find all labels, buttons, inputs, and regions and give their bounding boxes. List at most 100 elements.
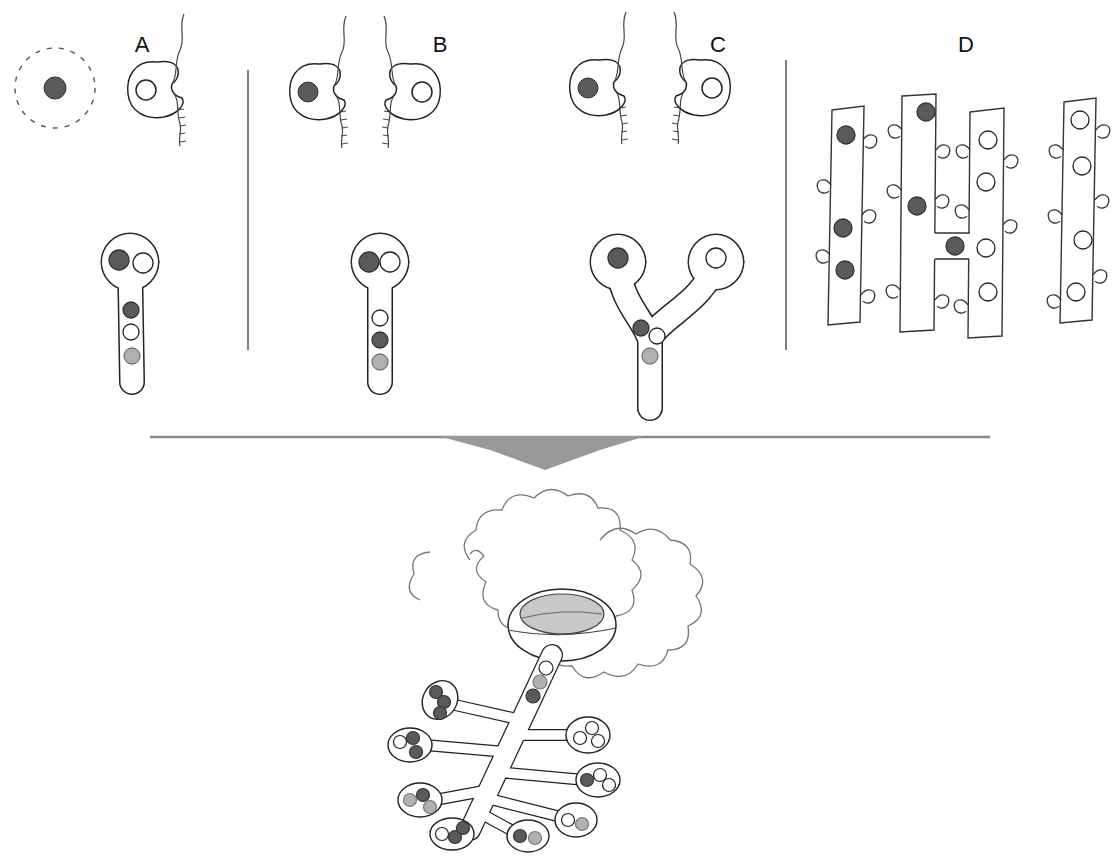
drawn-circle (404, 794, 417, 807)
drawn-circle (586, 722, 599, 735)
drawn-use (1004, 155, 1018, 168)
zoospore (672, 12, 730, 144)
drawn-circle (436, 828, 449, 841)
drawn-circle (603, 779, 616, 792)
drawn-circle (372, 354, 388, 370)
drawn-use (935, 295, 949, 308)
drawn-use (861, 290, 875, 303)
dispersed-nucleus (15, 48, 95, 128)
drawn-circle (136, 80, 156, 100)
drawn-circle (834, 219, 852, 237)
divider (785, 60, 787, 350)
drawn-use (862, 210, 876, 223)
drawn-circle (649, 328, 665, 344)
drawn-circle (702, 78, 722, 98)
drawn-use (570, 12, 628, 144)
drawn-circle (529, 832, 542, 845)
drawn-circle (574, 732, 587, 745)
drawn-path (508, 628, 616, 635)
drawn-circle (417, 789, 430, 802)
panel-label: C (710, 34, 726, 56)
zoospore (570, 12, 628, 144)
drawn-use (128, 14, 186, 146)
drawn-use (672, 12, 730, 144)
drawn-path (618, 262, 648, 335)
drawn-use (290, 16, 348, 148)
drawn-circle (124, 348, 140, 364)
drawn-circle (410, 746, 423, 759)
drawn-use (888, 125, 902, 138)
drawn-circle (1067, 283, 1085, 301)
drawn-circle (133, 253, 153, 273)
drawn-circle (977, 239, 995, 257)
drawn-circle (123, 324, 139, 340)
drawn-use (1048, 210, 1062, 223)
drawn-circle (592, 735, 605, 748)
drawn-path (409, 552, 430, 600)
panel-label: B (433, 34, 448, 56)
drawn-circle (533, 675, 547, 689)
drawn-use (1096, 125, 1110, 138)
drawn-circle (578, 78, 598, 98)
drawn-circle (457, 822, 470, 835)
drawn-circle (298, 82, 318, 102)
drawn-circle (977, 173, 995, 191)
drawn-path (1060, 98, 1096, 323)
drawn-circle (1071, 111, 1089, 129)
divider (247, 70, 249, 350)
drawn-use (1093, 270, 1107, 283)
drawn-path (968, 108, 1004, 338)
zoospore (290, 16, 348, 148)
drawn-path (367, 262, 393, 382)
drawn-circle (908, 197, 926, 215)
nuclei (394, 661, 616, 845)
drawn-ellipse (398, 783, 442, 817)
drawn-circle (424, 801, 437, 814)
drawn-path (369, 262, 392, 382)
drawn-use (1095, 195, 1109, 208)
drawn-circle (514, 830, 527, 843)
drawn-circle (123, 302, 139, 318)
drawn-circle (380, 252, 400, 272)
hyphal-bridge (935, 233, 970, 259)
drawn-circle (581, 774, 594, 787)
drawn-circle (539, 661, 553, 675)
drawn-use (816, 250, 830, 263)
drawn-path (828, 106, 864, 325)
drawn-circle (359, 252, 379, 272)
drawn-ellipse (430, 818, 474, 850)
drawn-circle (979, 131, 997, 149)
down-arrow (438, 436, 646, 470)
drawn-circle (633, 320, 649, 336)
drawn-use (1049, 145, 1063, 158)
zoospore (382, 16, 440, 148)
drawn-use (382, 16, 440, 148)
drawn-circle (706, 248, 726, 268)
drawn-circle (979, 283, 997, 301)
drawn-path (522, 612, 602, 618)
drawn-ellipse (576, 763, 620, 797)
panel-label: D (958, 34, 974, 56)
drawn-use (954, 300, 968, 313)
drawn-circle (372, 332, 388, 348)
drawn-circle (917, 103, 935, 121)
drawn-circle (412, 82, 432, 102)
drawn-ellipse (415, 674, 464, 726)
drawn-path (900, 94, 936, 332)
drawn-use (935, 195, 949, 208)
drawn-circle (642, 348, 658, 364)
drawn-circle (836, 261, 854, 279)
drawn-circle (394, 736, 407, 749)
hyphae (828, 94, 1096, 338)
drawn-use (936, 145, 950, 158)
drawn-circle (576, 818, 589, 831)
nuclei (834, 103, 1092, 301)
drawn-path (652, 262, 716, 335)
drawn-ellipse (507, 820, 549, 852)
drawn-circle (434, 707, 447, 720)
drawn-circle (1074, 231, 1092, 249)
drawn-use (887, 185, 901, 198)
drawn-ellipse (388, 728, 432, 762)
